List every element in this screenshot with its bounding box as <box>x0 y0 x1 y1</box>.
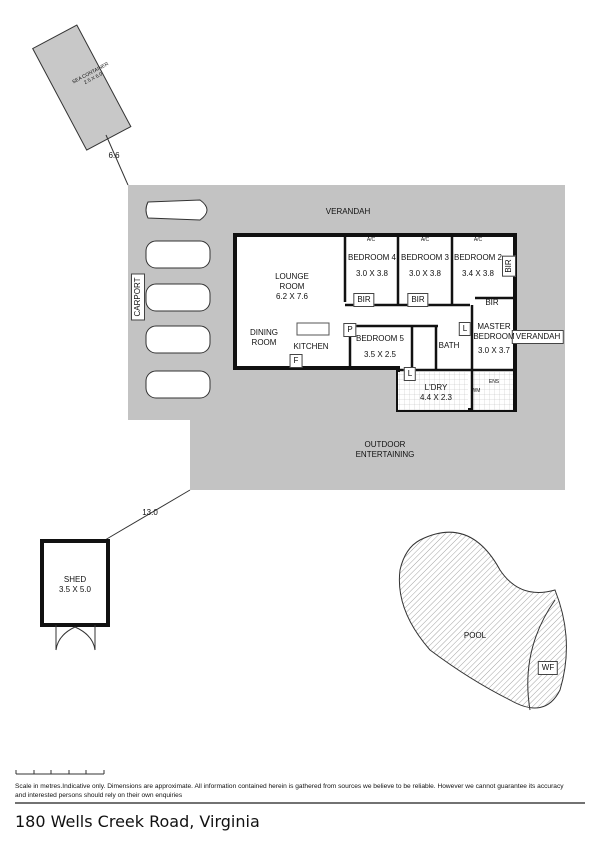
ac-bedroom-3: A/C <box>420 237 430 243</box>
ac-bedroom-2: A/C <box>473 237 483 243</box>
pool <box>398 531 567 709</box>
bir-bedroom-2: BIR <box>502 255 516 277</box>
disclaimer: Scale in metres.Indicative only. Dimensi… <box>15 783 564 799</box>
verandah-top-label: VERANDAH <box>325 207 371 216</box>
room-ensuite: ENS <box>488 379 500 385</box>
bir-master: BIR <box>485 298 499 307</box>
cars <box>145 240 211 399</box>
ac-bedroom-4: A/C <box>366 237 376 243</box>
bir-bedroom-3: BIR <box>407 293 429 307</box>
outdoor-entertaining-label: OUTDOOR ENTERTAINING <box>355 440 415 459</box>
dimension-container: 6.6 <box>108 151 120 160</box>
sea-container <box>32 24 132 151</box>
boat <box>145 199 208 221</box>
verandah-right-label: VERANDAH <box>511 330 565 344</box>
bir-bedroom-4: BIR <box>353 293 375 307</box>
property-address: 180 Wells Creek Road, Virginia <box>15 812 260 831</box>
room-dining: DINING ROOM <box>250 328 278 347</box>
shed-doors <box>55 625 96 651</box>
shed <box>40 539 110 627</box>
room-bath: BATH <box>438 341 460 350</box>
wf-label: WF <box>537 661 559 675</box>
fridge: F <box>289 354 303 368</box>
kitchen-island <box>296 322 330 336</box>
linen-laundry: L <box>403 367 417 381</box>
pool-label: POOL <box>463 631 487 640</box>
pantry: P <box>343 323 357 337</box>
scale-bar <box>15 770 105 775</box>
washing-machine: WM <box>471 388 481 394</box>
dimension-line-shed <box>104 489 191 541</box>
room-kitchen: KITCHEN <box>293 342 329 351</box>
linen-bath: L <box>458 322 472 336</box>
dimension-shed: 13.0 <box>142 508 158 517</box>
carport-label: CARPORT <box>131 273 145 321</box>
dimension-line-container <box>105 134 129 186</box>
